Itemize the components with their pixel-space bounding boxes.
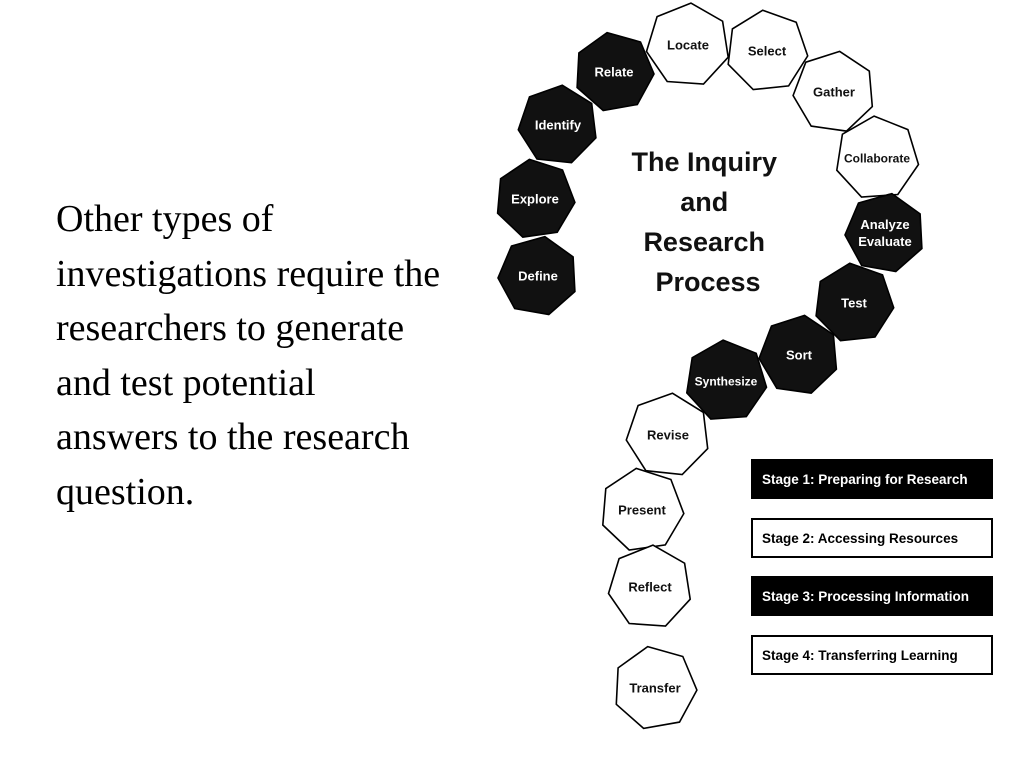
step-sort-shape	[758, 314, 838, 394]
legend-stage-1: Stage 1: Preparing for Research	[751, 459, 993, 499]
step-relate-label: Relate	[594, 65, 633, 80]
step-sort-label: Sort	[786, 348, 813, 363]
body-text: Other types of investigations require th…	[56, 198, 441, 513]
diagram-title: The Inquiry and Research Process	[631, 147, 784, 297]
step-explore-label: Explore	[511, 192, 559, 207]
step-transfer-shape	[615, 645, 698, 730]
step-transfer-label: Transfer	[629, 681, 680, 696]
step-synthesize-shape	[685, 339, 768, 420]
diagram-title-line-4: Process	[655, 267, 760, 297]
step-test-label: Test	[841, 296, 867, 311]
legend-stage-2: Stage 2: Accessing Resources	[751, 518, 993, 558]
legend-stage-3: Stage 3: Processing Information	[751, 576, 993, 616]
step-reflect-label: Reflect	[628, 580, 672, 595]
step-analyze-evaluate-shape	[844, 192, 923, 273]
step-gather-shape	[792, 50, 874, 132]
diagram-title-line-1: The Inquiry	[631, 147, 777, 177]
step-revise-shape	[625, 392, 709, 476]
step-define-label: Define	[518, 269, 558, 284]
step-explore-shape	[496, 158, 576, 238]
step-revise-label: Revise	[647, 428, 689, 443]
step-reflect-shape	[607, 544, 692, 627]
step-synthesize-label: Synthesize	[695, 375, 758, 389]
step-locate-shape	[645, 2, 730, 85]
step-select-shape	[727, 9, 809, 91]
step-define-shape	[497, 235, 576, 316]
step-identify-label: Identify	[535, 118, 582, 133]
step-select-label: Select	[748, 44, 787, 59]
legend-stage-4: Stage 4: Transferring Learning	[751, 635, 993, 675]
diagram-title-line-2: and	[680, 187, 728, 217]
step-test-shape	[815, 262, 895, 342]
step-present-label: Present	[618, 503, 666, 518]
step-identify-shape	[517, 84, 597, 164]
step-locate-label: Locate	[667, 38, 709, 53]
diagram-title-line-3: Research	[643, 227, 765, 257]
step-relate-shape	[576, 31, 655, 112]
step-gather-label: Gather	[813, 85, 855, 100]
step-collaborate-shape	[835, 115, 920, 198]
step-collaborate-label: Collaborate	[844, 152, 910, 166]
